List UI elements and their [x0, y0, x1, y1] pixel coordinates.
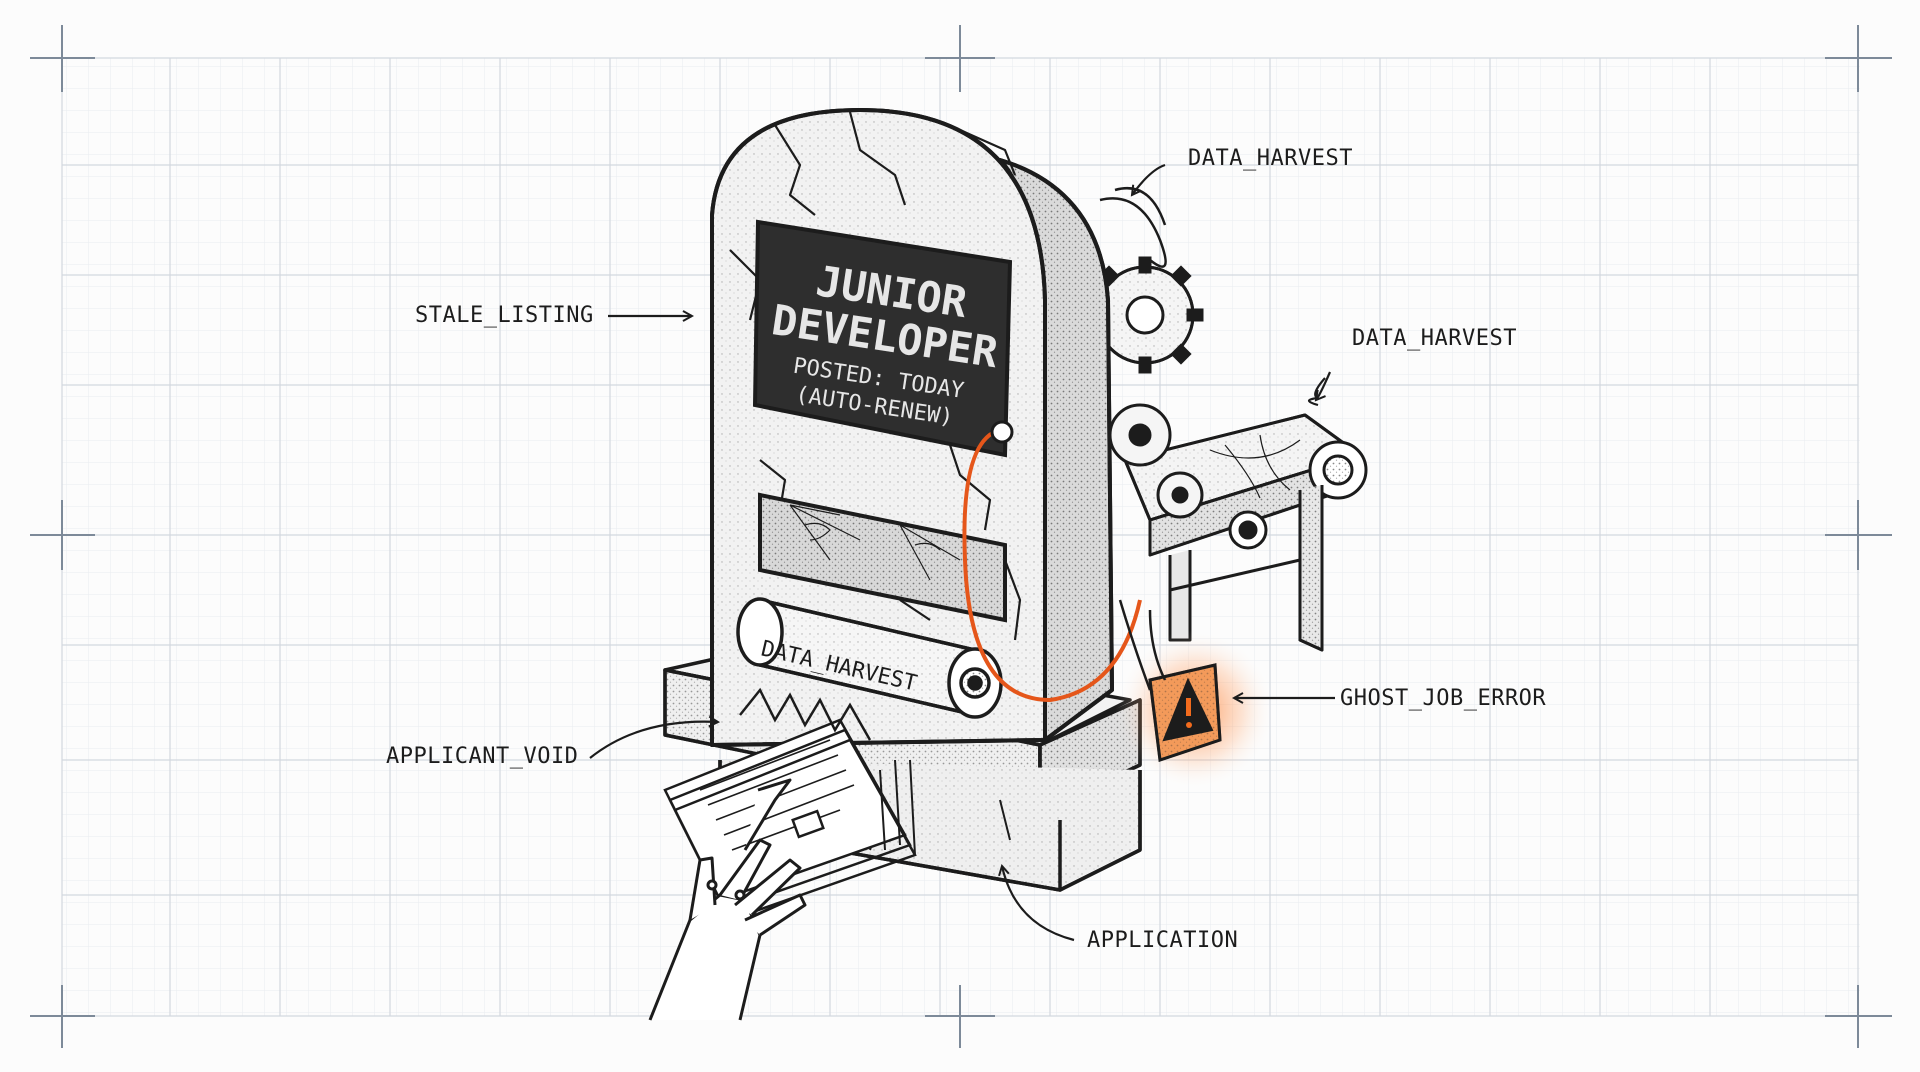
- cable-socket: [990, 420, 1014, 444]
- gear-icon: [1086, 187, 1204, 519]
- orange-cable: [962, 428, 1142, 703]
- callout-ghost-job-error: GHOST_JOB_ERROR: [1340, 686, 1547, 711]
- callout-stale-listing: STALE_LISTING: [415, 303, 594, 328]
- arrow-applicant-void: [589, 722, 718, 759]
- arrow-application: [1002, 866, 1075, 942]
- callout-applicant-void: APPLICANT_VOID: [386, 744, 579, 769]
- warning-icon: [1118, 599, 1222, 763]
- skeleton-hand-icon: [648, 778, 807, 1021]
- callout-data-harvest-right: DATA_HARVEST: [1352, 326, 1517, 351]
- callout-data-harvest-top: DATA_HARVEST: [1188, 146, 1353, 171]
- arrow-data-harvest-right: [1316, 371, 1332, 400]
- cobweb-icon: [758, 492, 1007, 623]
- arrow-data-harvest-top: [1132, 163, 1166, 195]
- job-listing-sign: JUNIOR DEVELOPER POSTED: TODAY (AUTO-REN…: [752, 219, 1013, 458]
- applicant-papers: [663, 687, 917, 922]
- callout-application: APPLICATION: [1087, 928, 1239, 953]
- callout-arrows: [589, 163, 1335, 942]
